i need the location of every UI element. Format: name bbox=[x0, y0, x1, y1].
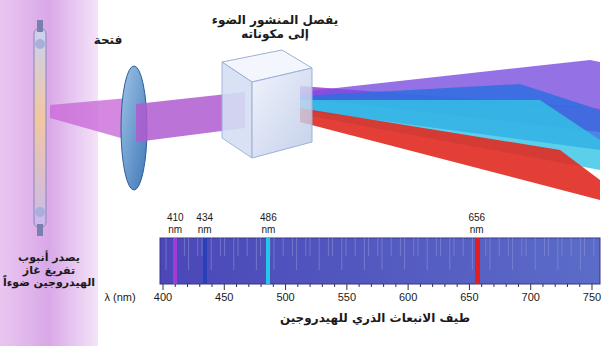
axis-tick-label: 650 bbox=[454, 291, 484, 304]
prism-note: يفصل المنشور الضوء إلى مكوناته bbox=[200, 14, 350, 42]
line-wavelength: 656 nm bbox=[464, 212, 490, 235]
line-wavelength: 434 nm bbox=[192, 212, 218, 235]
axis-tick-label: 700 bbox=[516, 291, 546, 304]
axis-tick-label: 550 bbox=[332, 291, 362, 304]
line-wavelength: 486 nm bbox=[255, 212, 281, 235]
axis-tick-label: 750 bbox=[577, 291, 605, 304]
spectrum-caption: طيف الانبعاث الذري للهيدروجين bbox=[225, 312, 525, 326]
axis-tick-label: 400 bbox=[148, 291, 178, 304]
axis-tick-label: 500 bbox=[271, 291, 301, 304]
axis-title: λ (nm) bbox=[100, 291, 140, 304]
axis-tick-label: 450 bbox=[209, 291, 239, 304]
axis-tick-label: 600 bbox=[393, 291, 423, 304]
slit-label: فتحة bbox=[78, 34, 138, 48]
source-note: يصدر أنبوب تفريغ غاز الهيدروجين ضوءاً bbox=[2, 252, 96, 290]
line-wavelength: 410 nm bbox=[162, 212, 188, 235]
